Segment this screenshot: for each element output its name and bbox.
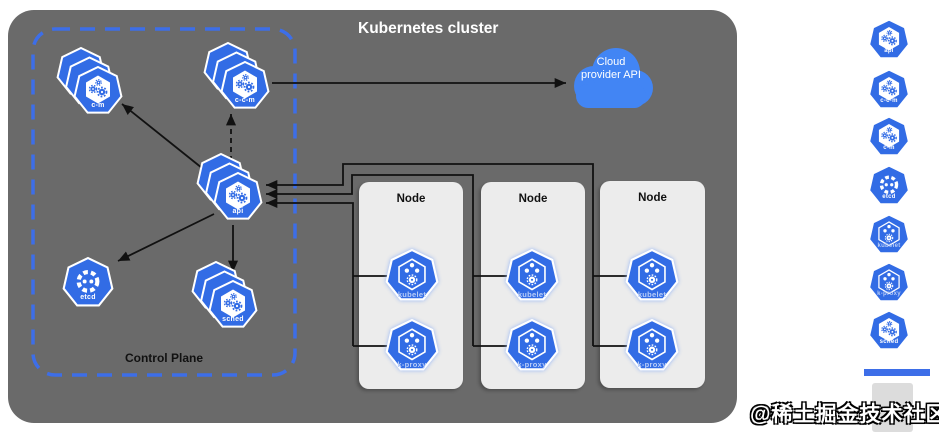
control-plane-label: Control Plane — [124, 351, 203, 365]
legend-control-plane-border-sample — [864, 369, 930, 376]
legend-icon-c-c-m: c-c-m — [868, 68, 910, 111]
legend-icon-api: api — [868, 19, 910, 61]
cloud-label: Cloud provider API — [581, 56, 641, 82]
hexagon-label: c-c-m — [234, 96, 256, 104]
hexagon-kubelet-2: kubelet — [505, 249, 559, 303]
hexagon-k-proxy-1: k-proxy — [385, 318, 439, 373]
legend-node-box-sample — [872, 383, 913, 432]
hexagon-kubelet-3: kubelet — [625, 249, 679, 303]
hexagon-kubelet-1: kubelet — [385, 249, 439, 303]
scheduler-icon — [191, 261, 258, 328]
api-server-icon — [868, 19, 910, 59]
hexagon-etcd: etcd — [62, 257, 114, 309]
cloud-controller-manager-icon — [868, 68, 910, 109]
hexagon-label: etcd — [80, 293, 96, 301]
legend-label: etcd — [882, 194, 896, 201]
legend-icon-kubelet: kubelet — [868, 213, 910, 256]
watermark-text: @稀土掘金技术社区 — [750, 403, 939, 426]
legend-icon-etcd: etcd — [868, 164, 910, 207]
kube-proxy-icon — [868, 261, 910, 302]
cloud-provider-api: Cloud provider API — [566, 44, 656, 114]
hexagon-label: k-proxy — [397, 359, 427, 369]
node-label: Node — [518, 193, 548, 205]
hexagon-label: kubelet — [397, 289, 427, 299]
legend-label: c-m — [883, 145, 895, 152]
hexagon-c-m: c-m — [56, 47, 123, 116]
hexagon-label: k-proxy — [637, 359, 667, 369]
kubelet-icon — [868, 213, 910, 254]
hexagon-sched: sched — [191, 261, 258, 330]
hexagon-label: sched — [222, 315, 244, 323]
controller-manager-icon — [56, 47, 123, 114]
hexagon-api-server: api — [196, 153, 263, 222]
node-label: Node — [638, 192, 667, 204]
hexagon-k-proxy-2: k-proxy — [505, 318, 559, 373]
hexagon-c-c-m: c-c-m — [203, 42, 270, 111]
hexagon-label: api — [232, 207, 244, 215]
api-server-icon — [196, 153, 263, 220]
cloud-icon — [574, 48, 653, 108]
legend-label: k-proxy — [877, 291, 901, 298]
hexagon-label: kubelet — [637, 289, 667, 299]
cluster-title: Kubernetes cluster — [358, 20, 499, 37]
scheduler-icon — [868, 309, 910, 350]
controller-manager-icon — [868, 115, 910, 156]
hexagon-label: c-m — [91, 101, 105, 109]
etcd-icon — [868, 164, 910, 205]
legend-label: c-c-m — [880, 98, 898, 105]
node-label: Node — [396, 193, 426, 205]
legend-icon-c-m: c-m — [868, 115, 910, 158]
legend-label: sched — [879, 339, 899, 346]
legend-icon-k-proxy: k-proxy — [868, 261, 910, 304]
hexagon-label: kubelet — [517, 289, 547, 299]
legend-label: kubelet — [877, 243, 901, 250]
etcd-icon — [62, 257, 114, 307]
legend-icon-sched: sched — [868, 309, 910, 352]
legend-label: api — [884, 48, 894, 55]
hexagon-label: k-proxy — [517, 359, 547, 369]
hexagon-k-proxy-3: k-proxy — [625, 318, 679, 373]
cloud-controller-manager-icon — [203, 42, 270, 109]
